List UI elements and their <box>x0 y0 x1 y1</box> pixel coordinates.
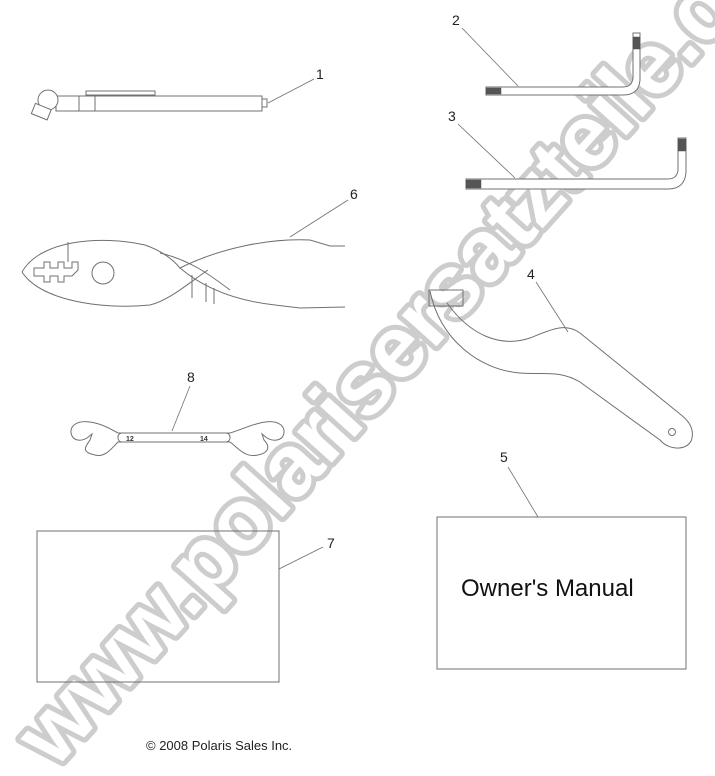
callout-6: 6 <box>350 186 358 202</box>
callout-7: 7 <box>327 535 335 551</box>
part-6-pliers: 6 <box>21 186 358 309</box>
part-3-hex-key: 3 <box>448 108 687 190</box>
callout-1: 1 <box>316 66 324 82</box>
callout-5: 5 <box>500 449 508 465</box>
part-7-document: 7 <box>36 530 335 683</box>
part-2-hex-key: 2 <box>452 12 641 96</box>
part-4-spanner-wrench: 4 <box>428 266 693 449</box>
manual-label: Owner's Manual <box>461 575 634 602</box>
callout-2: 2 <box>452 12 460 28</box>
callout-4: 4 <box>527 266 535 282</box>
callout-8: 8 <box>187 369 195 385</box>
copyright-notice: © 2008 Polaris Sales Inc. <box>146 738 293 753</box>
part-1-tire-pressure-gauge: 1 <box>30 66 324 121</box>
part-5-owners-manual: Owner's Manual 5 <box>436 449 687 670</box>
wrench-size-left: 12 <box>126 436 134 443</box>
wrench-size-right: 14 <box>200 436 208 443</box>
part-8-open-end-wrench: 12 14 8 <box>70 369 285 457</box>
callout-3: 3 <box>448 108 456 124</box>
